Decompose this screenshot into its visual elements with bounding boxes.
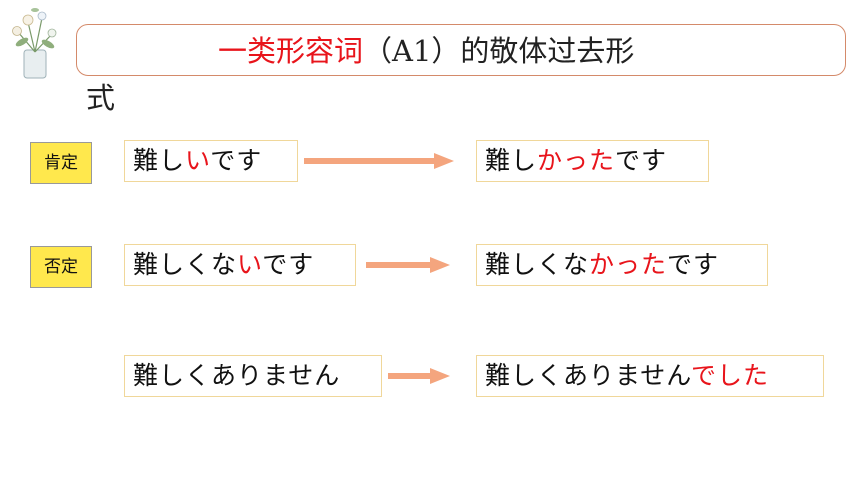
row2-past-stem: 難しくな — [485, 250, 590, 279]
title-rest: （A1）的敬体过去形 — [363, 34, 635, 68]
negative-label: 否定 — [30, 246, 92, 288]
row1-present-ending: い — [185, 146, 211, 175]
row3-present-stem: 難しくありません — [133, 361, 341, 390]
row2-past-suffix: です — [667, 250, 720, 279]
row2-present-stem: 難しくな — [133, 250, 238, 279]
title-wrap-char: 式 — [86, 81, 116, 115]
row1-present-stem: 難し — [133, 146, 186, 175]
row3-past-form: 難しくありませんでした — [476, 355, 824, 397]
row1-past-suffix: です — [615, 146, 668, 175]
row2-past-form: 難しくなかったです — [476, 244, 768, 286]
row1-present-suffix: です — [210, 146, 263, 175]
row2-present-suffix: です — [262, 250, 315, 279]
title-highlight: 一类形容词 — [218, 34, 364, 68]
row3-arrow-icon — [388, 368, 450, 384]
row2-present-ending: い — [237, 250, 263, 279]
row1-past-stem: 難し — [485, 146, 538, 175]
row1-present-form: 難しいです — [124, 140, 298, 182]
row3-present-form: 難しくありません — [124, 355, 382, 397]
row2-past-ending: かった — [589, 250, 668, 279]
row3-past-ending: でした — [691, 361, 770, 390]
row1-arrow-icon — [304, 153, 454, 169]
row1-past-ending: かった — [537, 146, 616, 175]
affirmative-label: 肯定 — [30, 142, 92, 184]
flower-vase-icon — [12, 8, 57, 79]
row1-past-form: 難しかったです — [476, 140, 709, 182]
title-frame — [76, 24, 846, 76]
row2-present-form: 難しくないです — [124, 244, 356, 286]
row3-past-stem: 難しくありません — [485, 361, 692, 390]
page-title: 一类形容词（A1）的敬体过去形 — [218, 33, 634, 69]
row2-arrow-icon — [366, 257, 450, 273]
